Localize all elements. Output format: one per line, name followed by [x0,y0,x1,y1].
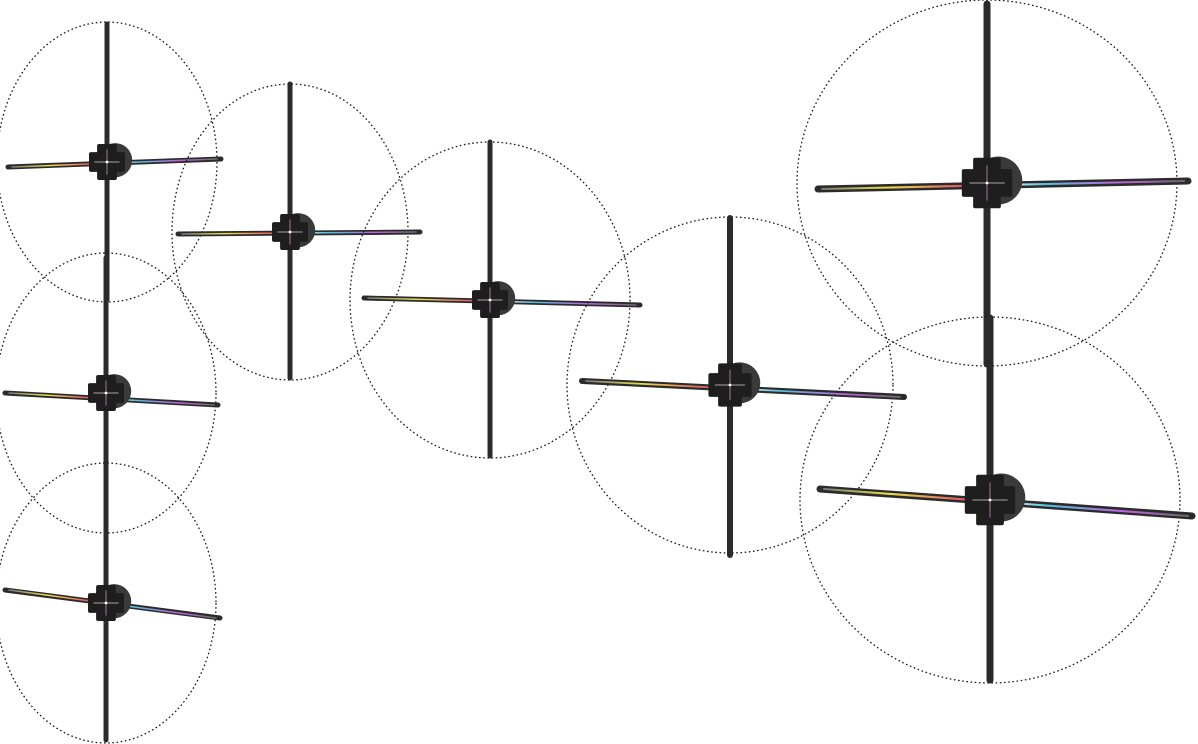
hub-center-dot [104,601,108,605]
fan-5 [0,462,223,744]
fan-4 [0,252,221,538]
hub-center-dot [985,181,989,185]
fan-8 [799,314,1196,684]
hub-center-dot [104,391,108,395]
hub-center-dot [728,383,732,387]
hub-center-dot [988,498,992,502]
projection-range-circle [0,462,217,744]
fan-2 [171,81,423,381]
projection-range-circle [566,216,894,554]
hub-center-dot [105,160,109,164]
fan-6 [566,215,907,558]
projection-range-circle [0,252,217,534]
fan-1 [0,21,224,303]
hub-center-dot [288,230,292,234]
fan-7 [796,0,1192,368]
hub-center-dot [488,298,492,302]
fan-3 [349,139,643,459]
projection-range-circle [0,21,218,303]
